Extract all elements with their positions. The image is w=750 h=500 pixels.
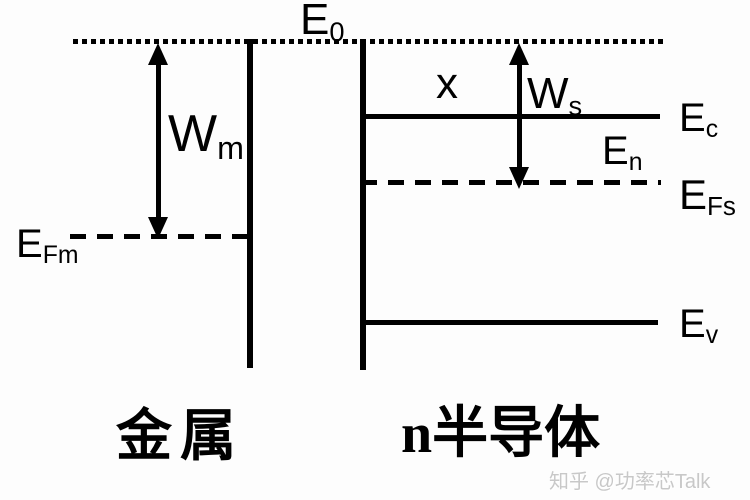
watermark: 知乎 @功率芯Talk (549, 471, 711, 493)
conduction-band-label: Ec (679, 96, 719, 143)
arrow-up-head (148, 43, 168, 65)
metal-fermi-level-line (70, 234, 252, 239)
arrow-up-head (509, 43, 529, 65)
conduction-band-line (361, 114, 660, 119)
metal-region-label: 金属 (116, 404, 244, 467)
semiconductor-work-function-label: Ws (527, 69, 583, 121)
arrow-down-head (148, 217, 168, 239)
semiconductor-fermi-level-label: EFs (679, 171, 736, 222)
vacuum-level-line (73, 39, 665, 44)
valence-band-line (361, 320, 658, 325)
metal-work-function-arrow (148, 43, 168, 239)
semiconductor-boundary-line (360, 39, 366, 370)
semiconductor-region-label: n半导体 (401, 401, 601, 465)
semiconductor-fermi-level-line (361, 180, 661, 185)
arrow-shaft (155, 57, 161, 225)
n-type-prefix: n (401, 403, 433, 465)
vacuum-level-label: E0 (300, 0, 345, 47)
electron-affinity-label: x (436, 59, 458, 108)
arrow-down-head (509, 167, 529, 189)
metal-work-function-label: Wm (168, 105, 244, 166)
valence-band-label: Ev (679, 302, 719, 349)
metal-fermi-level-label: EFm (16, 222, 79, 269)
metal-boundary-line (247, 39, 253, 368)
en-label: En (602, 129, 643, 176)
